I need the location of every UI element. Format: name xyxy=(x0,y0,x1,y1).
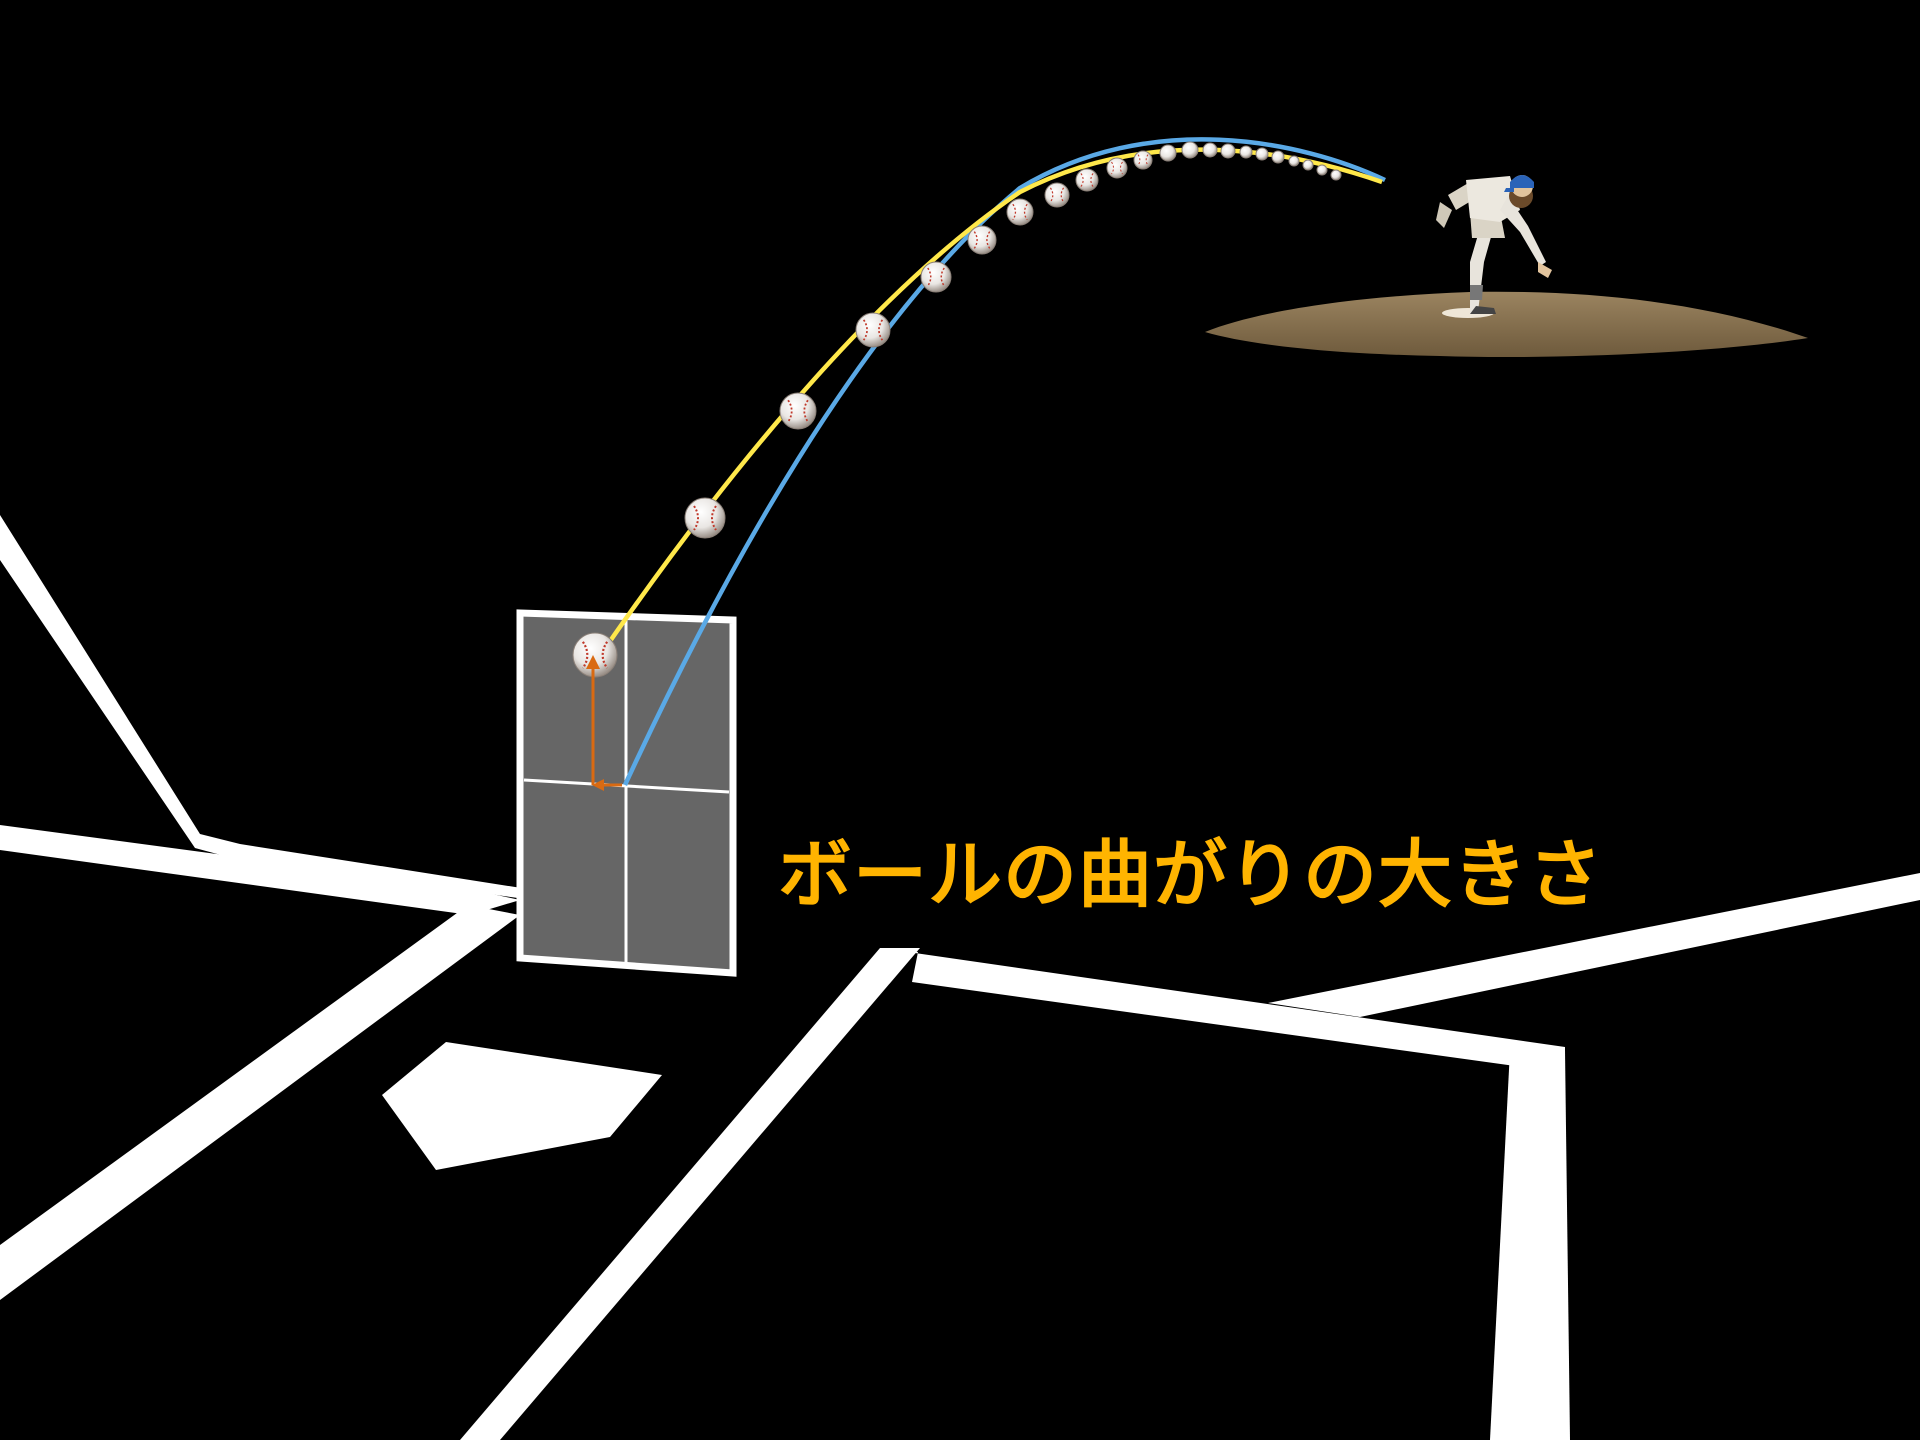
ball-positions xyxy=(572,141,1342,678)
pitcher-figure xyxy=(1436,175,1552,314)
baseball-icon xyxy=(1255,147,1269,161)
baseball-icon xyxy=(1181,141,1199,159)
break-magnitude-caption: ボールの曲がりの大きさ xyxy=(778,832,1603,918)
baseball-icon xyxy=(1006,198,1034,226)
baseball-icon xyxy=(779,392,817,430)
batter-box-left xyxy=(0,515,534,900)
baseball-icon xyxy=(684,497,726,539)
baseball-icon xyxy=(967,225,997,255)
baseball-icon xyxy=(1106,157,1128,179)
baseball-icon xyxy=(1239,145,1253,159)
baseball-icon xyxy=(1302,159,1314,171)
baseball-icon xyxy=(1159,144,1177,162)
batter-box-right xyxy=(460,948,920,1440)
baseball-icon xyxy=(1202,142,1218,158)
no-break-trajectory xyxy=(622,137,1386,786)
break-arrows xyxy=(586,655,622,791)
baseball-icon xyxy=(920,261,952,293)
baseball-icon xyxy=(1044,182,1070,208)
home-plate xyxy=(382,1042,662,1170)
baseball-icon xyxy=(1220,143,1236,159)
batter-box-right-side xyxy=(1490,1050,1570,1440)
pitchers-mound xyxy=(1205,291,1808,358)
foul-line-right xyxy=(1268,873,1920,1017)
baseball-icon xyxy=(1330,169,1342,181)
baseball-icon xyxy=(855,312,891,348)
baseball-icon xyxy=(1316,164,1328,176)
field-lines xyxy=(0,515,1920,1440)
baseball-icon xyxy=(1271,150,1285,164)
batter-box-left-front xyxy=(0,825,520,915)
strike-zone xyxy=(516,609,737,977)
actual-trajectory xyxy=(595,147,1383,662)
foul-line-left xyxy=(0,905,520,1300)
baseball-icon xyxy=(1133,150,1153,170)
mound-dirt xyxy=(1205,291,1808,358)
baseball-icon xyxy=(1288,155,1300,167)
baseball-icon xyxy=(1075,168,1099,192)
baseball-icon xyxy=(572,632,618,678)
batter-box-right-top xyxy=(880,948,1565,1073)
